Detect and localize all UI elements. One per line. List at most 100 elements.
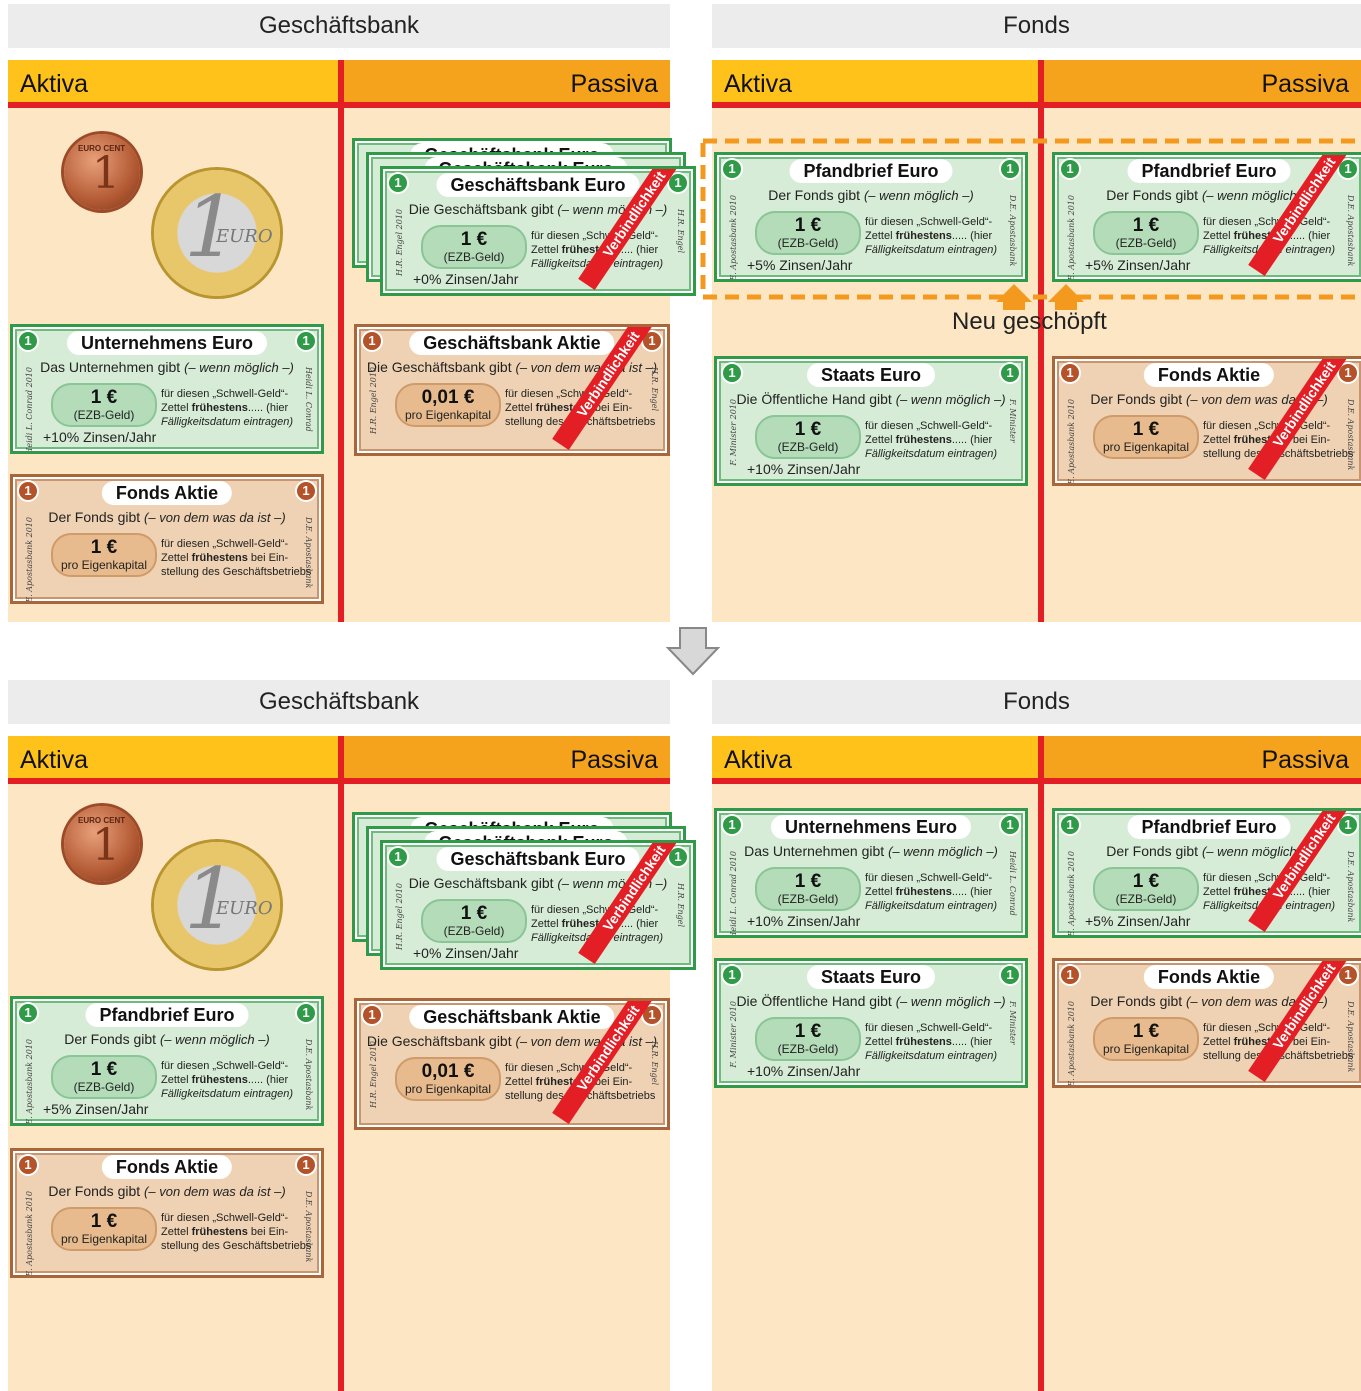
signature-left: F. Minister 2010	[729, 399, 738, 466]
terms-text: für diesen „Schwell-Geld“-Zettel frühest…	[161, 387, 293, 429]
value-pill: 1 €(EZB-Geld)	[755, 415, 861, 459]
note-issuer-line: Der Fonds gibt (– von dem was da ist –)	[13, 1183, 321, 1199]
interest-rate: +10% Zinsen/Jahr	[43, 429, 157, 445]
number-badge-left: 1	[19, 1004, 37, 1022]
terms-line-1: für diesen „Schwell-Geld“-	[865, 216, 993, 228]
number-badge-left: 1	[1061, 966, 1079, 984]
issuer-text: Die Geschäftsbank gibt	[366, 359, 512, 375]
top-bank-divider-v	[338, 60, 344, 622]
signature-left: D.E. Apostasbank 2010	[1067, 1001, 1076, 1088]
terms-line-2a: Zettel	[1203, 1036, 1234, 1048]
interest-rate: +10% Zinsen/Jahr	[747, 1063, 861, 1079]
terms-line-1: für diesen „Schwell-Geld“-	[1203, 420, 1331, 432]
terms-line-2c: bei Ein-	[591, 1076, 633, 1088]
signature-right: Heidi L. Conrad	[1008, 851, 1017, 916]
note-title: Unternehmens Euro	[66, 331, 268, 355]
number-badge-left: 1	[723, 160, 741, 178]
top-cent-number: 1	[92, 148, 120, 199]
terms-line-1: für diesen „Schwell-Geld“-	[505, 1062, 633, 1074]
top-cent-label: EURO CENT	[78, 144, 126, 153]
issuer-text: Die Öffentliche Hand gibt	[736, 391, 892, 407]
neu-geschoepft-label: Neu geschöpft	[952, 308, 1107, 335]
terms-line-2a: Zettel	[865, 230, 896, 242]
value-amount: 1 €	[794, 1021, 822, 1042]
number-badge-left: 1	[19, 332, 37, 350]
note-title: Pfandbrief Euro	[1127, 159, 1291, 183]
value-sub: (EZB-Geld)	[443, 250, 505, 264]
value-sub: pro Eigenkapital	[60, 1232, 148, 1246]
top-fonds-aktiva-heading: Aktiva	[712, 60, 1038, 102]
condition-text: (– von dem was da ist –)	[515, 360, 658, 375]
number-badge-left: 1	[19, 482, 37, 500]
value-amount: 0,01 €	[421, 387, 475, 408]
condition-text: (– wenn möglich –)	[895, 392, 1006, 407]
terms-line-3: Fälligkeitsdatum eintragen)	[865, 1050, 998, 1062]
value-sub: (EZB-Geld)	[73, 1080, 135, 1094]
signature-right: H.R. Engel	[650, 367, 659, 412]
note-title: Fonds Aktie	[1143, 965, 1275, 989]
signature-right: F. Minister	[1008, 1001, 1017, 1045]
value-pill: 1 €(EZB-Geld)	[51, 1055, 157, 1099]
bottom-fonds-aktiva-heading: Aktiva	[712, 736, 1038, 778]
value-pill: 1 €(EZB-Geld)	[421, 225, 527, 269]
signature-right: H.R. Engel	[650, 1041, 659, 1086]
terms-line-1: für diesen „Schwell-Geld“-	[1203, 216, 1331, 228]
note-issuer-line: Der Fonds gibt (– von dem was da ist –)	[13, 509, 321, 525]
signature-right: Heidi L. Conrad	[304, 367, 313, 432]
signature-left: H.R. Engel 2010	[395, 883, 404, 950]
issuer-text: Das Unternehmen gibt	[744, 843, 885, 859]
value-sub: (EZB-Geld)	[1115, 236, 1177, 250]
signature-right: D.E. Apostasbank	[1008, 195, 1017, 267]
terms-line-2c: bei Ein-	[1289, 434, 1331, 446]
signature-left: H.R. Engel 2010	[369, 367, 378, 434]
terms-line-2c: bei Ein-	[247, 552, 289, 564]
terms-line-1: für diesen „Schwell-Geld“-	[161, 538, 289, 550]
number-badge-right: 1	[669, 848, 687, 866]
terms-text: für diesen „Schwell-Geld“-Zettel frühest…	[865, 1021, 997, 1063]
value-amount: 1 €	[794, 871, 822, 892]
condition-text: (– wenn möglich –)	[888, 844, 998, 859]
top-fonds-title: Fonds	[712, 4, 1361, 48]
terms-line-2c: ..... (hier	[951, 230, 993, 242]
bottom-bank-aktiva-heading: Aktiva	[8, 736, 338, 778]
number-badge-left: 1	[19, 1156, 37, 1174]
signature-left: F. Minister 2010	[729, 1001, 738, 1068]
top-fonds-passiva-heading: Passiva	[1044, 60, 1361, 102]
signature-left: Heidi L. Conrad 2010	[729, 851, 738, 938]
value-pill: 1 €(EZB-Geld)	[1093, 211, 1199, 255]
number-badge-right: 1	[1001, 816, 1019, 834]
interest-rate: +5% Zinsen/Jahr	[43, 1101, 149, 1117]
value-pill: 0,01 €pro Eigenkapital	[395, 1057, 501, 1101]
note-title: Pfandbrief Euro	[85, 1003, 249, 1027]
note-title: Staats Euro	[806, 363, 936, 387]
value-amount: 0,01 €	[421, 1061, 475, 1082]
value-sub: pro Eigenkapital	[60, 558, 148, 572]
top-bank-title: Geschäftsbank	[8, 4, 670, 48]
value-sub: (EZB-Geld)	[777, 440, 839, 454]
terms-line-2c: ..... (hier	[951, 1036, 993, 1048]
value-pill: 1 €(EZB-Geld)	[421, 899, 527, 943]
value-amount: 1 €	[460, 903, 488, 924]
terms-text: für diesen „Schwell-Geld“-Zettel frühest…	[161, 537, 311, 579]
terms-line-2a: Zettel	[1203, 886, 1234, 898]
note-issuer-line: Die Öffentliche Hand gibt (– wenn möglic…	[717, 391, 1025, 407]
note-title: Geschäftsbank Euro	[436, 173, 640, 197]
terms-line-2c: ..... (hier	[951, 434, 993, 446]
number-badge-left: 1	[723, 966, 741, 984]
value-sub: pro Eigenkapital	[404, 1082, 492, 1096]
note-title: Geschäftsbank Euro	[436, 847, 640, 871]
value-pill: 1 €pro Eigenkapital	[51, 1207, 157, 1251]
terms-line-2a: Zettel	[531, 244, 562, 256]
interest-rate: +10% Zinsen/Jahr	[747, 913, 861, 929]
signature-right: D.E. Apostasbank	[304, 517, 313, 589]
bottom-fonds-title: Fonds	[712, 680, 1361, 724]
terms-line-2a: Zettel	[161, 402, 192, 414]
terms-line-2c: bei Ein-	[247, 1226, 289, 1238]
value-sub: pro Eigenkapital	[404, 408, 492, 422]
issuer-text: Das Unternehmen gibt	[40, 359, 181, 375]
